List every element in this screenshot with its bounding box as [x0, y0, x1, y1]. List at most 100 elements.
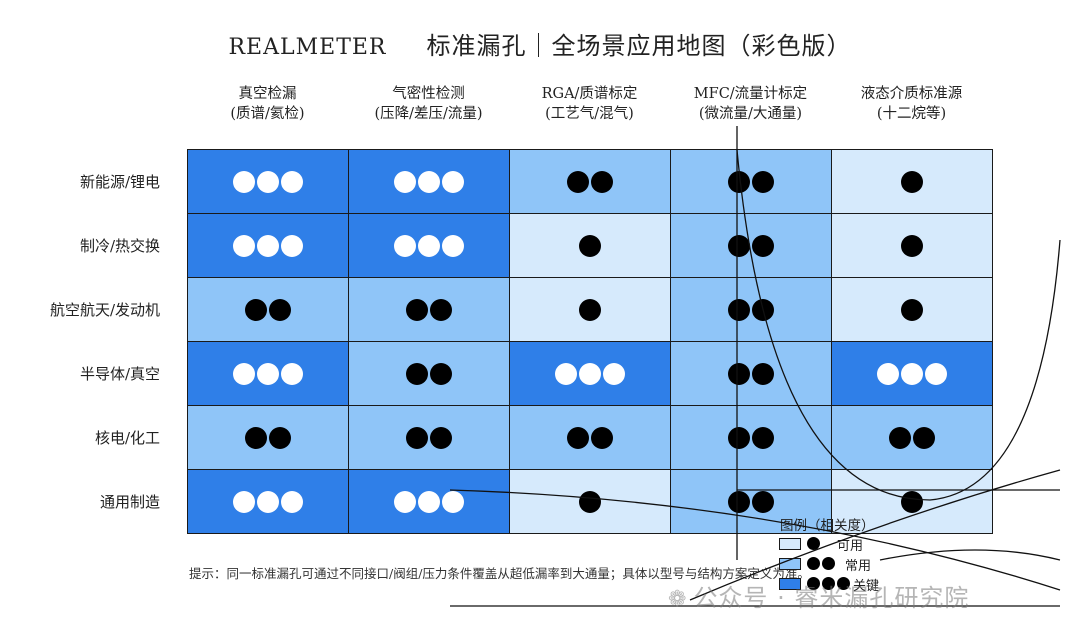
level-dot: [752, 234, 774, 257]
legend-label: 可用: [837, 539, 864, 554]
level-dot: [257, 170, 279, 193]
legend-label: 常用: [845, 559, 872, 574]
level-dot: [925, 362, 947, 385]
level-dot: [591, 170, 613, 193]
level-dot: [281, 490, 303, 513]
heatmap-cell: [670, 341, 832, 406]
row-label: 半导体/真空: [79, 365, 160, 383]
heatmap-cell: [348, 277, 510, 342]
heatmap-cell: [670, 405, 832, 470]
level-dot: [269, 298, 291, 321]
column-header: MFC/流量计标定 (微流量/大通量): [671, 84, 831, 124]
level-dot: [269, 426, 291, 449]
level-dot: [406, 362, 428, 385]
level-dot: [233, 490, 255, 513]
legend-dot: [807, 557, 820, 570]
level-dot: [752, 490, 774, 513]
column-header: 液态介质标准源 (十二烷等): [832, 84, 992, 124]
heatmap-cell: [509, 277, 671, 342]
level-dot: [579, 234, 601, 257]
level-dot: [257, 234, 279, 257]
level-dot: [728, 170, 750, 193]
level-dot: [394, 490, 416, 513]
heatmap-cell: [831, 277, 993, 342]
level-dot: [430, 362, 452, 385]
level-dot: [233, 170, 255, 193]
level-dot: [394, 170, 416, 193]
heatmap-grid: [187, 149, 993, 534]
column-header-subtitle: (十二烷等): [876, 106, 947, 122]
level-dot: [901, 490, 923, 513]
level-dot: [245, 426, 267, 449]
level-dot: [752, 170, 774, 193]
level-dot: [257, 362, 279, 385]
column-header-title: MFC/流量计标定: [693, 86, 808, 102]
level-dot: [442, 170, 464, 193]
heatmap-cell: [348, 341, 510, 406]
chart-title: REALMETER 标准漏孔｜全场景应用地图（彩色版）: [0, 26, 1080, 61]
level-dot: [901, 362, 923, 385]
heatmap-cell: [670, 277, 832, 342]
title-text: 标准漏孔｜全场景应用地图（彩色版）: [426, 32, 852, 60]
heatmap-cell: [187, 149, 349, 214]
legend-title: 图例（相关度）: [780, 518, 875, 534]
column-header-subtitle: (压降/差压/流量): [374, 106, 483, 122]
heatmap-cell: [509, 149, 671, 214]
column-header-title: RGA/质谱标定: [541, 86, 638, 102]
column-header: RGA/质谱标定(工艺气/混气): [510, 84, 670, 124]
level-dot: [579, 362, 601, 385]
heatmap-cell: [187, 469, 349, 534]
level-dot: [591, 426, 613, 449]
level-dot: [752, 426, 774, 449]
level-dot: [579, 298, 601, 321]
level-dot: [555, 362, 577, 385]
legend-dot: [822, 557, 835, 570]
brand-text: REALMETER: [228, 35, 387, 60]
level-dot: [442, 490, 464, 513]
level-dot: [430, 298, 452, 321]
level-dot: [281, 234, 303, 257]
heatmap-cell: [187, 405, 349, 470]
heatmap-cell: [187, 213, 349, 278]
legend-swatch: [779, 538, 801, 550]
heatmap-cell: [509, 405, 671, 470]
level-dot: [728, 426, 750, 449]
row-label: 制冷/热交换: [79, 237, 160, 255]
level-dot: [901, 298, 923, 321]
level-dot: [567, 170, 589, 193]
level-dot: [877, 362, 899, 385]
level-dot: [406, 426, 428, 449]
column-header: 气密性检测 (压降/差压/流量): [349, 84, 509, 124]
level-dot: [281, 362, 303, 385]
row-label: 航空航天/发动机: [49, 301, 160, 319]
heatmap-cell: [509, 213, 671, 278]
level-dot: [728, 362, 750, 385]
level-dot: [418, 234, 440, 257]
level-dot: [752, 298, 774, 321]
column-header-title: 气密性检测: [392, 86, 465, 102]
watermark: ❁公众号 · 睿米漏孔研究院: [668, 578, 969, 613]
legend-dot: [807, 537, 820, 550]
level-dot: [579, 490, 601, 513]
heatmap-cell: [670, 149, 832, 214]
level-dot: [728, 490, 750, 513]
level-dot: [728, 298, 750, 321]
heatmap-cell: [831, 405, 993, 470]
level-dot: [281, 170, 303, 193]
heatmap-cell: [831, 341, 993, 406]
row-label: 通用制造: [99, 493, 160, 511]
level-dot: [257, 490, 279, 513]
wechat-icon: ❁: [668, 587, 688, 612]
level-dot: [603, 362, 625, 385]
level-dot: [889, 426, 911, 449]
heatmap-cell: [348, 149, 510, 214]
level-dot: [430, 426, 452, 449]
level-dot: [233, 362, 255, 385]
row-label: 新能源/锂电: [79, 173, 160, 191]
column-header-title: 液态介质标准源: [860, 86, 963, 102]
column-header-subtitle: (微流量/大通量): [698, 106, 803, 122]
heatmap-cell: [831, 213, 993, 278]
level-dot: [913, 426, 935, 449]
legend-swatch: [779, 558, 801, 570]
heatmap-cell: [187, 277, 349, 342]
